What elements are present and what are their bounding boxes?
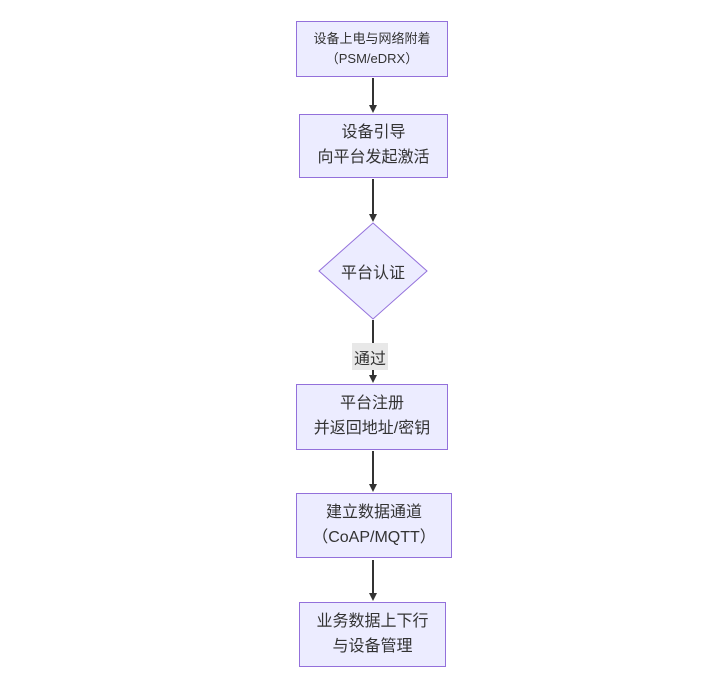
node-label-line: 平台认证 [340,265,405,282]
node-platform-register: 平台注册 并返回地址/密钥 [296,384,448,450]
edge-power-to-bootstrap [367,78,379,113]
diamond-shape-icon [318,222,428,320]
node-label-line: 业务数据上下行 [316,612,429,630]
node-label-line: 并返回地址/密钥 [313,420,431,437]
node-label-line: 设备引导 [341,124,406,142]
node-data-channel: 建立数据通道 （CoAP/MQTT） [296,493,452,558]
arrow-head-icon [368,375,377,383]
node-label-line: 平台注册 [339,395,404,413]
arrow-head-icon [368,593,377,601]
edge-line [372,560,374,596]
node-power-attach: 设备上电与网络附着 （PSM/eDRX） [296,21,448,77]
arrow-head-icon [368,105,377,113]
node-label-line: 设备上电与网络附着 [313,30,431,46]
edge-line [372,78,374,108]
edge-channel-to-business [367,560,379,601]
edge-register-to-channel [367,451,379,492]
node-label-line: 建立数据通道 [325,503,422,521]
node-business-data: 业务数据上下行 与设备管理 [299,602,446,667]
arrow-head-icon [368,214,377,222]
node-device-bootstrap: 设备引导 向平台发起激活 [299,114,448,178]
node-label-line: 与设备管理 [332,637,413,655]
decision-platform-auth: 平台认证 [318,222,428,320]
edge-line [372,451,374,487]
edge-line [372,179,374,217]
node-label-line: （CoAP/MQTT） [312,528,436,546]
node-label-line: （PSM/eDRX） [325,51,419,66]
edge-bootstrap-to-auth [367,179,379,222]
arrow-head-icon [368,484,377,492]
node-label-line: 向平台发起激活 [317,149,430,166]
edge-label-pass: 通过 [352,343,389,370]
